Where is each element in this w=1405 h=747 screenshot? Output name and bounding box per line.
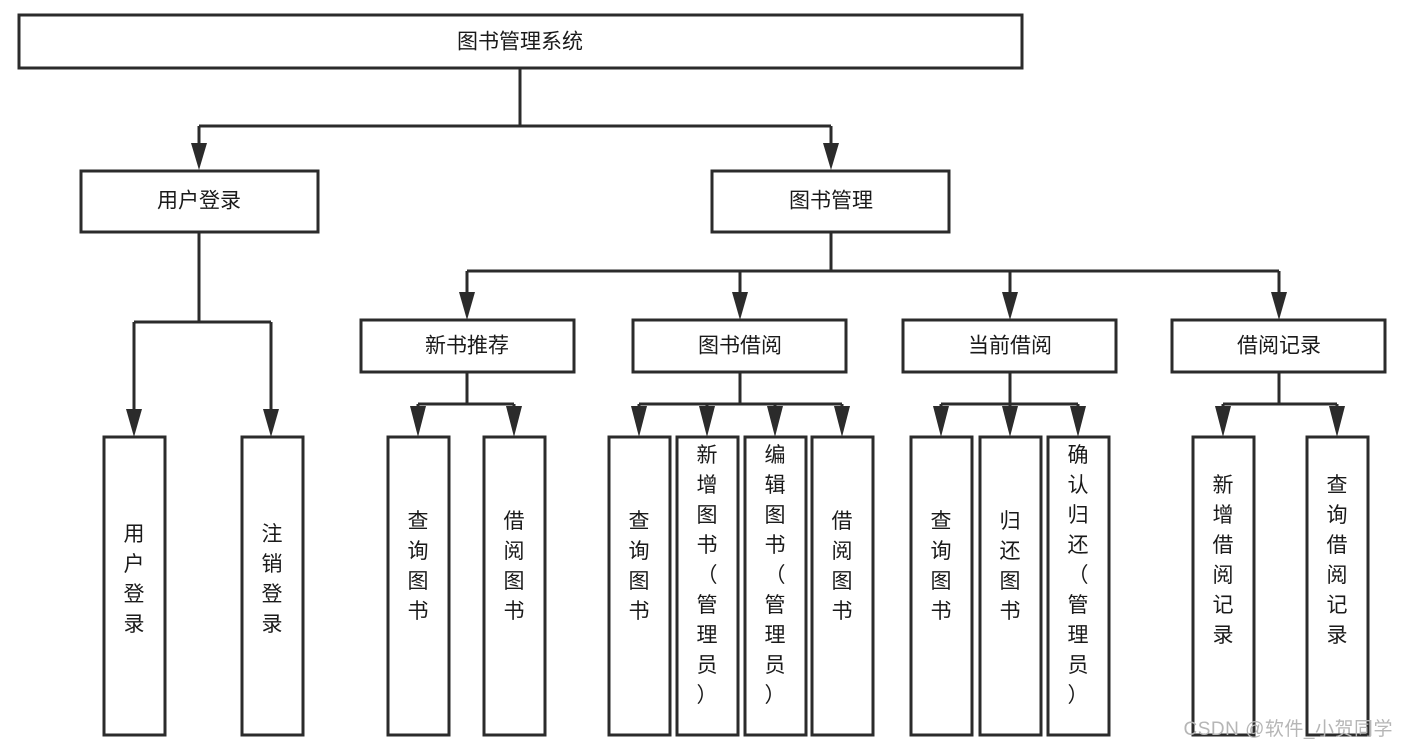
arrow-head-book-mgmt bbox=[823, 143, 839, 170]
arrow-head-l3-1 bbox=[732, 292, 748, 320]
leaf-node-current-borrow-1[interactable]: 归还图书 bbox=[978, 435, 1043, 737]
leaf-box-nbr-1[interactable] bbox=[482, 435, 547, 737]
leaf-node-current-borrow-0[interactable]: 查询图书 bbox=[909, 435, 974, 737]
arrow-head-l3-0 bbox=[459, 292, 475, 320]
connector-current-borrow-to-leaves bbox=[933, 372, 1086, 437]
current-borrow-box[interactable] bbox=[901, 318, 1118, 374]
leaf-label-br-1: 查询借阅记录 bbox=[1327, 474, 1348, 647]
leaf-box-user-login-0[interactable] bbox=[102, 435, 167, 737]
node-user-login[interactable]: 用户登录 bbox=[79, 169, 320, 234]
book-borrow-box[interactable] bbox=[631, 318, 848, 374]
connector-user-login-to-leaves bbox=[126, 232, 279, 437]
connector-borrow-records-to-leaves bbox=[1215, 372, 1345, 437]
leaf-box-cb-2[interactable] bbox=[1046, 435, 1111, 737]
leaf-node-user-login-0[interactable]: 用户登录 bbox=[102, 435, 167, 737]
leaf-node-book-borrow-2[interactable]: 编辑图书（管理员） bbox=[743, 435, 808, 737]
leaf-node-book-borrow-0[interactable]: 查询图书 bbox=[607, 435, 672, 737]
leaf-label-bb-2: 编辑图书（管理员） bbox=[765, 444, 786, 707]
arrow-head-leaf-br-0 bbox=[1215, 406, 1231, 437]
new-book-recommend-box[interactable] bbox=[359, 318, 576, 374]
leaf-label-bb-3: 借阅图书 bbox=[832, 510, 853, 623]
node-new-book-recommend[interactable]: 新书推荐 bbox=[359, 318, 576, 374]
arrow-head-leaf-bb-0 bbox=[631, 406, 647, 437]
leaf-box-br-1[interactable] bbox=[1305, 435, 1370, 737]
leaf-node-borrow-records-0[interactable]: 新增借阅记录 bbox=[1191, 435, 1256, 737]
connector-book-borrow-to-leaves bbox=[631, 372, 850, 437]
leaf-label-user-login-0: 用户登录 bbox=[124, 523, 145, 636]
user-login-label: 用户登录 bbox=[157, 190, 241, 213]
arrow-head-leaf-ul-1 bbox=[263, 409, 279, 437]
leaf-box-bb-1[interactable] bbox=[675, 435, 740, 737]
leaf-label-br-0: 新增借阅记录 bbox=[1213, 474, 1234, 647]
new-book-recommend-label: 新书推荐 bbox=[425, 335, 509, 358]
leaf-label-cb-2: 确认归还（管理员） bbox=[1068, 444, 1089, 707]
leaf-node-book-borrow-1[interactable]: 新增图书（管理员） bbox=[675, 435, 740, 737]
node-current-borrow[interactable]: 当前借阅 bbox=[901, 318, 1118, 374]
arrow-head-leaf-cb-0 bbox=[933, 406, 949, 437]
leaf-box-br-0[interactable] bbox=[1191, 435, 1256, 737]
leaf-node-new-book-recommend-1[interactable]: 借阅图书 bbox=[482, 435, 547, 737]
root-label: 图书管理系统 bbox=[457, 31, 583, 54]
leaf-label-nbr-0: 查询图书 bbox=[408, 510, 429, 623]
node-root[interactable]: 图书管理系统 bbox=[17, 13, 1024, 70]
leaf-box-bb-2[interactable] bbox=[743, 435, 808, 737]
arrow-head-l3-3 bbox=[1271, 292, 1287, 320]
leaf-label-bb-1: 新增图书（管理员） bbox=[697, 444, 718, 707]
borrow-records-label: 借阅记录 bbox=[1237, 335, 1321, 358]
leaf-box-user-login-1[interactable] bbox=[240, 435, 305, 737]
connector-new-book-recommend-to-leaves bbox=[410, 372, 522, 437]
leaf-node-borrow-records-1[interactable]: 查询借阅记录 bbox=[1305, 435, 1370, 737]
leaf-box-nbr-0[interactable] bbox=[386, 435, 451, 737]
node-borrow-records[interactable]: 借阅记录 bbox=[1170, 318, 1387, 374]
arrow-head-leaf-ul-0 bbox=[126, 409, 142, 437]
leaf-label-nbr-1: 借阅图书 bbox=[504, 510, 525, 623]
leaf-label-cb-0: 查询图书 bbox=[931, 510, 952, 623]
node-book-borrow[interactable]: 图书借阅 bbox=[631, 318, 848, 374]
leaf-node-new-book-recommend-0[interactable]: 查询图书 bbox=[386, 435, 451, 737]
arrow-head-user-login bbox=[191, 143, 207, 170]
root-box[interactable] bbox=[17, 13, 1024, 70]
arrow-head-leaf-cb-1 bbox=[1002, 406, 1018, 437]
connector-root-to-level2 bbox=[191, 68, 839, 170]
arrow-head-leaf-cb-2 bbox=[1070, 406, 1086, 437]
node-book-management[interactable]: 图书管理 bbox=[710, 169, 951, 234]
current-borrow-label: 当前借阅 bbox=[968, 335, 1052, 358]
leaf-node-book-borrow-3[interactable]: 借阅图书 bbox=[810, 435, 875, 737]
leaf-label-user-login-1: 注销登录 bbox=[262, 523, 283, 636]
arrow-head-leaf-nbr-1 bbox=[506, 406, 522, 437]
leaf-label-cb-1: 归还图书 bbox=[1000, 510, 1021, 623]
leaf-box-bb-0[interactable] bbox=[607, 435, 672, 737]
book-borrow-label: 图书借阅 bbox=[698, 335, 782, 358]
arrow-head-leaf-br-1 bbox=[1329, 406, 1345, 437]
book-management-box[interactable] bbox=[710, 169, 951, 234]
connector-book-mgmt-to-level3 bbox=[459, 232, 1287, 320]
leaf-box-bb-3[interactable] bbox=[810, 435, 875, 737]
book-management-label: 图书管理 bbox=[789, 190, 873, 213]
arrow-head-leaf-bb-1 bbox=[699, 406, 715, 437]
leaf-label-bb-0: 查询图书 bbox=[629, 510, 650, 623]
leaf-node-current-borrow-2[interactable]: 确认归还（管理员） bbox=[1046, 435, 1111, 737]
arrow-head-leaf-nbr-0 bbox=[410, 406, 426, 437]
leaf-node-user-login-1[interactable]: 注销登录 bbox=[240, 435, 305, 737]
leaf-box-cb-0[interactable] bbox=[909, 435, 974, 737]
borrow-records-box[interactable] bbox=[1170, 318, 1387, 374]
arrow-head-l3-2 bbox=[1002, 292, 1018, 320]
leaf-box-cb-1[interactable] bbox=[978, 435, 1043, 737]
arrow-head-leaf-bb-3 bbox=[834, 406, 850, 437]
arrow-head-leaf-bb-2 bbox=[767, 406, 783, 437]
